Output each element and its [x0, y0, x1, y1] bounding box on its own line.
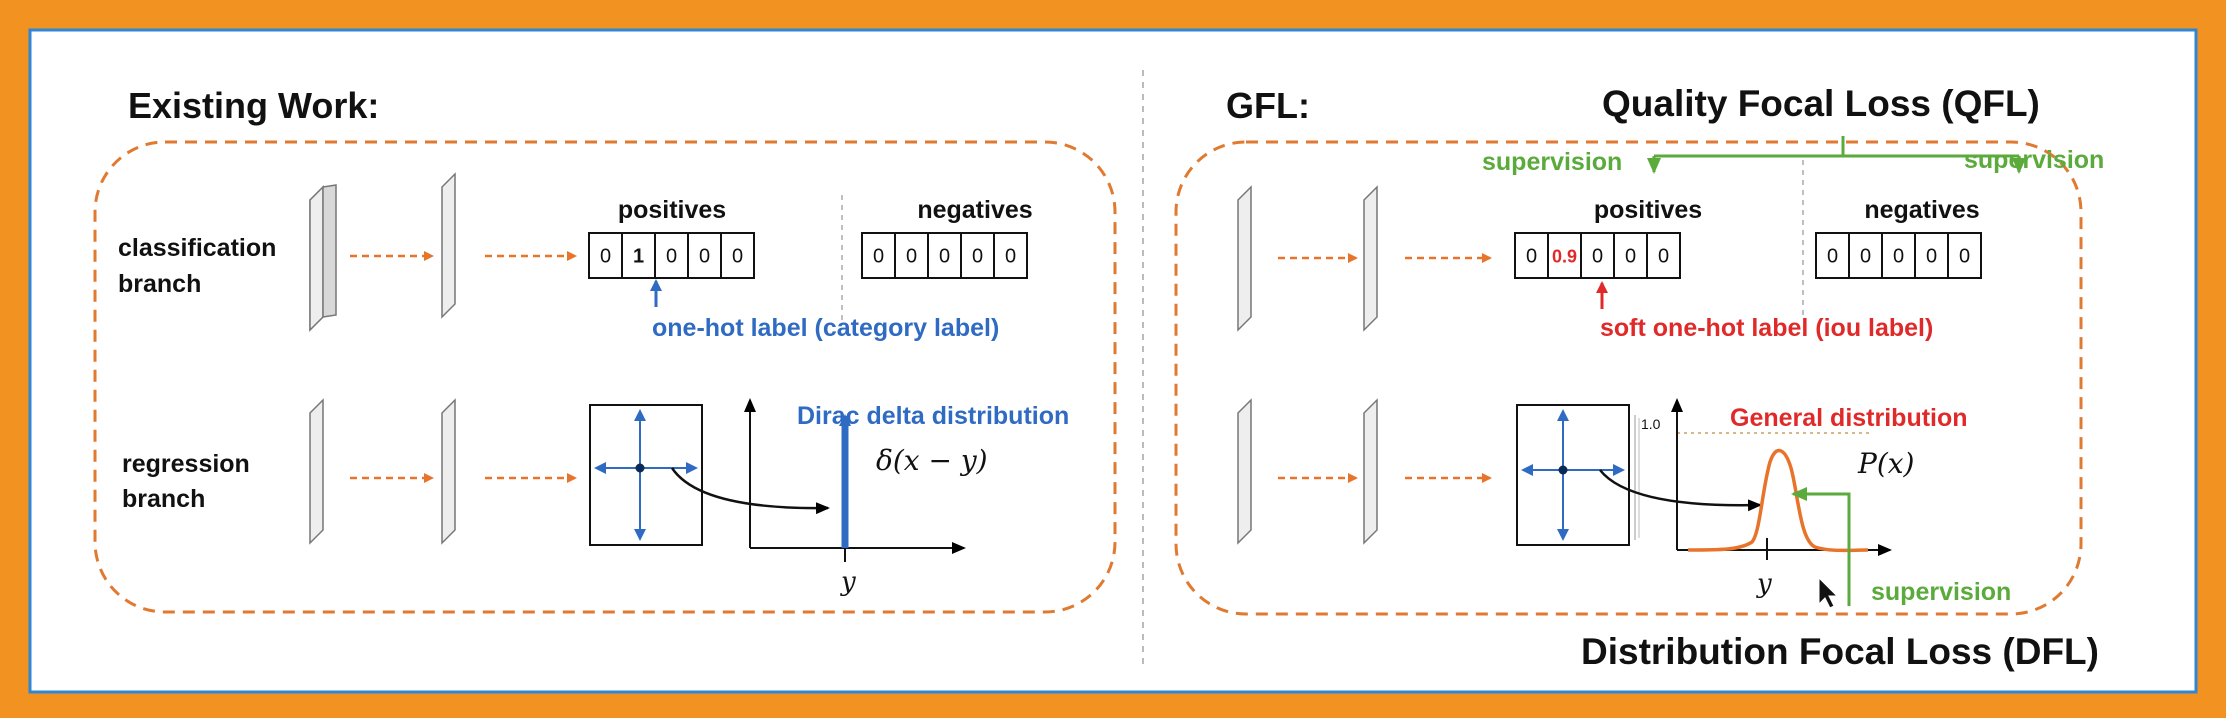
- feature-map-icon: [1363, 398, 1378, 545]
- right-y-label: y: [1756, 569, 1772, 599]
- label-cell-value: 0: [1005, 246, 1016, 268]
- right-curved-arrow: [1599, 469, 1762, 512]
- label-cell-value: 0: [972, 246, 983, 268]
- label-cell-value: 0: [1926, 246, 1937, 268]
- label-cell: [960, 232, 995, 279]
- right-title: GFL:: [1226, 85, 1310, 126]
- mouse-cursor-icon: [1818, 576, 1839, 609]
- label-cell-value: 0: [1658, 246, 1669, 268]
- qfl-supervision-left: supervision: [1482, 148, 1622, 176]
- delta-formula: δ(x − y): [876, 444, 988, 477]
- label-cell-value: 0: [666, 246, 677, 268]
- label-cell-value: 0: [1592, 246, 1603, 268]
- regression-branch-label: regression branch: [122, 450, 257, 513]
- label-cell-value: 0: [1625, 246, 1636, 268]
- right-bbox-icon: [1516, 404, 1640, 546]
- left-negatives-label: negatives: [917, 196, 1032, 224]
- feature-map-icon: [1363, 185, 1378, 332]
- label-cell: [1580, 232, 1615, 279]
- left-orange-arrows: [350, 251, 577, 483]
- label-cell-value: 1: [633, 246, 644, 268]
- right-general-plot: [1671, 398, 1892, 606]
- feature-map-icon: [309, 185, 324, 332]
- label-cell-value: 0: [1526, 246, 1537, 268]
- regression-label-line2: branch: [122, 485, 205, 513]
- right-orange-arrows: [1278, 253, 1492, 483]
- label-cell: [993, 232, 1028, 279]
- label-cell-value: 0: [906, 246, 917, 268]
- dfl-supervision-arrow: [1791, 487, 1851, 606]
- feature-map-icon: [1237, 185, 1252, 332]
- label-cell-value: 0: [1827, 246, 1838, 268]
- soft-one-hot-label: soft one-hot label (iou label): [1600, 314, 1933, 342]
- general-distribution-curve: [1687, 448, 1869, 553]
- label-cell: [1646, 232, 1681, 279]
- label-cell: [861, 232, 896, 279]
- label-cell-value: 0: [699, 246, 710, 268]
- feature-map-icon: [1237, 398, 1252, 545]
- label-cell-value: 0: [600, 246, 611, 268]
- left-curved-arrow: [670, 467, 830, 515]
- qfl-supervision-right: supervision: [1964, 146, 2104, 174]
- label-cell-value: 0: [1860, 246, 1871, 268]
- label-cell: [654, 232, 689, 279]
- label-cell: [1514, 232, 1549, 279]
- dfl-title: Distribution Focal Loss (DFL): [1581, 631, 2099, 672]
- label-cell: [621, 232, 656, 279]
- label-cell: [588, 232, 623, 279]
- label-cell-value: 0: [1893, 246, 1904, 268]
- dfl-supervision-label: supervision: [1871, 578, 2011, 606]
- label-cell: [687, 232, 722, 279]
- left-positives-label: positives: [618, 196, 726, 224]
- right-positives-label: positives: [1594, 196, 1702, 224]
- label-cell-value: 0: [939, 246, 950, 268]
- inner-panel: [28, 28, 2198, 694]
- classification-label-line1: classification: [118, 234, 276, 262]
- regression-label-line1: regression: [122, 450, 250, 478]
- left-title: Existing Work:: [128, 85, 379, 126]
- feature-map-icon: [322, 184, 337, 318]
- feature-map-icon: [441, 172, 456, 319]
- dirac-label: Dirac delta distribution: [797, 402, 1069, 430]
- label-cell-value: 0.9: [1552, 247, 1577, 267]
- label-cell: [1947, 232, 1982, 279]
- qfl-supervision-bracket: [1647, 136, 2026, 174]
- label-cell: [1848, 232, 1883, 279]
- tick-1-0: 1.0: [1641, 416, 1661, 432]
- label-cell-value: 0: [1959, 246, 1970, 268]
- label-cell-value: 0: [873, 246, 884, 268]
- feature-map-icon: [309, 398, 324, 545]
- feature-map-icon: [441, 398, 456, 545]
- left-y-label: y: [840, 567, 856, 597]
- px-formula: P(x): [1857, 447, 1914, 480]
- right-dashed-box: [1174, 140, 2083, 616]
- right-negatives-label: negatives: [1864, 196, 1979, 224]
- left-dashed-box: [93, 140, 1117, 614]
- general-distribution-label: General distribution: [1730, 404, 1968, 432]
- one-hot-label: one-hot label (category label): [652, 314, 999, 342]
- right-feature-maps: [1237, 185, 1378, 545]
- label-cell: [1613, 232, 1648, 279]
- label-cell-value: 0: [732, 246, 743, 268]
- left-dirac-plot: [744, 398, 966, 562]
- classification-branch-label: classification branch: [118, 234, 283, 298]
- classification-label-line2: branch: [118, 270, 201, 298]
- left-feature-maps: [309, 172, 456, 545]
- qfl-title: Quality Focal Loss (QFL): [1602, 83, 2040, 124]
- left-bbox-icon: [589, 404, 703, 546]
- label-cell: [720, 232, 755, 279]
